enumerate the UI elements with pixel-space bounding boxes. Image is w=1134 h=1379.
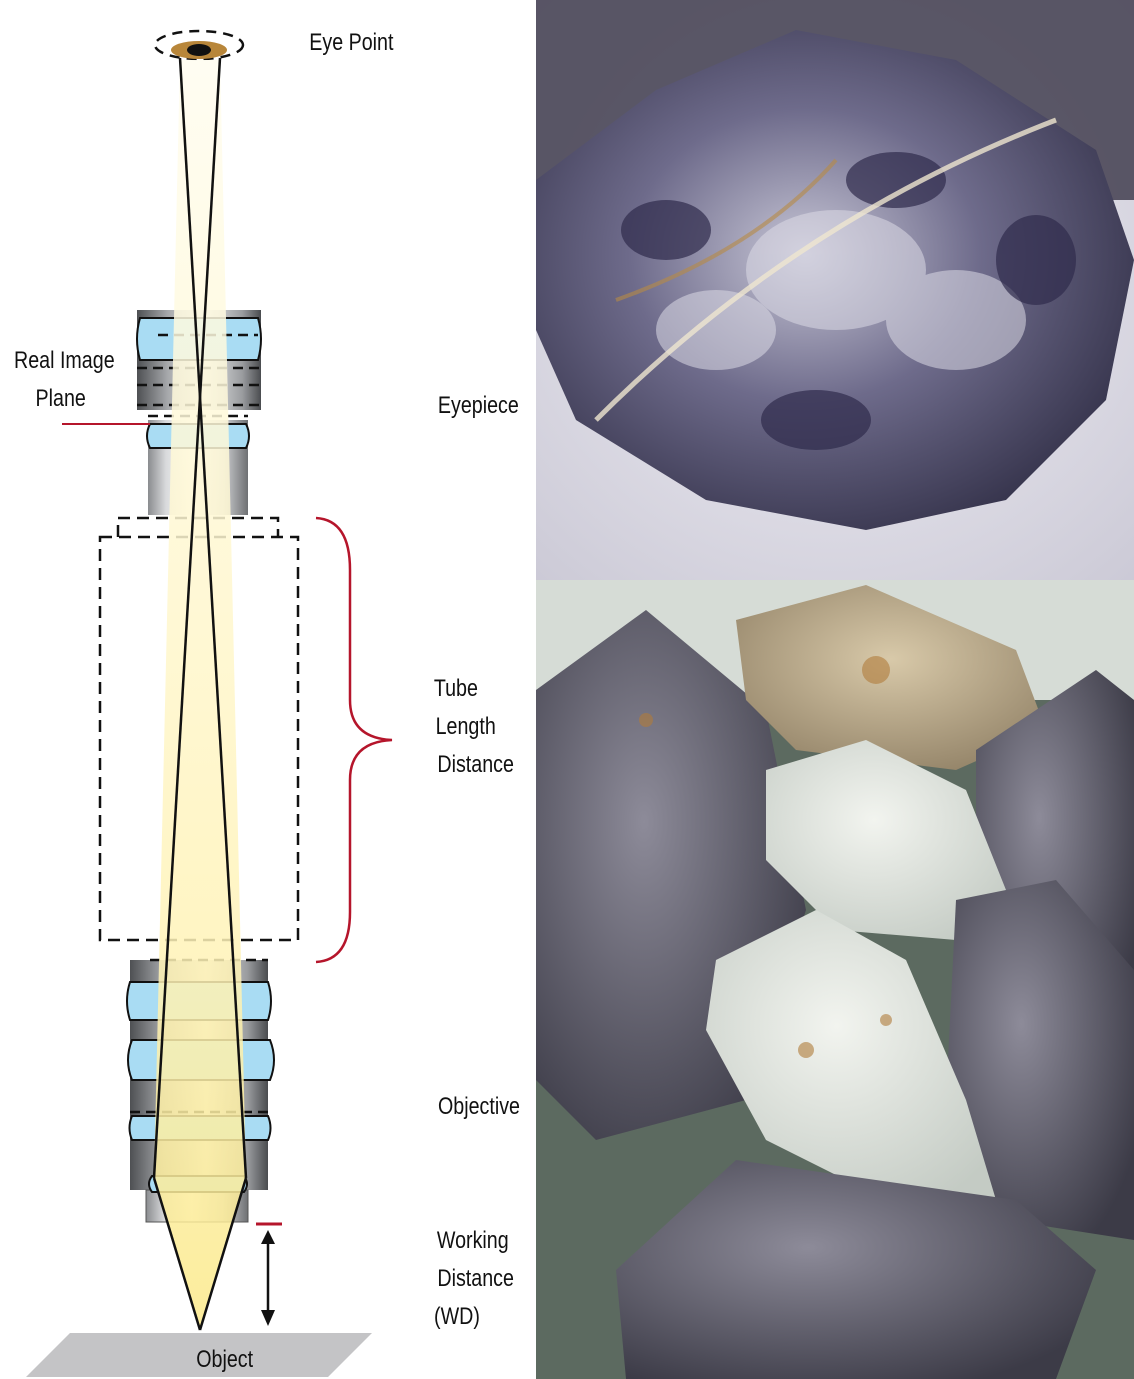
label-objective: Objective	[438, 1092, 520, 1119]
label-eyepiece: Eyepiece	[438, 391, 519, 418]
rock-white-lower	[706, 910, 996, 1200]
microscope-diagram: Eye Point Real Image Plane Eyepiece Tube…	[14, 28, 520, 1377]
label-object: Object	[196, 1345, 253, 1372]
rock-tan	[736, 585, 1046, 770]
rock-center-gray	[946, 880, 1134, 1240]
label-real-image-plane-line1: Real Image	[14, 346, 115, 373]
label-wd-line3: (WD)	[434, 1302, 480, 1329]
photo-rock-pile	[536, 580, 1134, 1379]
eye-icon	[153, 29, 245, 61]
label-tube-line2: Length	[436, 712, 496, 739]
label-real-image-plane-line2: Plane	[36, 384, 86, 411]
label-wd-line1: Working	[437, 1226, 509, 1253]
label-eye-point: Eye Point	[309, 28, 393, 55]
working-distance-arrow	[256, 1222, 282, 1326]
light-beam	[152, 57, 248, 1331]
rock-white-upper	[766, 740, 1006, 940]
label-wd-line2: Distance	[437, 1264, 514, 1291]
tube-length-bracket	[315, 516, 393, 964]
photo-single-rock	[536, 0, 1134, 580]
rock-bottom	[616, 1160, 1096, 1379]
object-stage	[26, 1333, 372, 1377]
label-tube-line1: Tube	[434, 674, 478, 701]
label-tube-line3: Distance	[437, 750, 514, 777]
